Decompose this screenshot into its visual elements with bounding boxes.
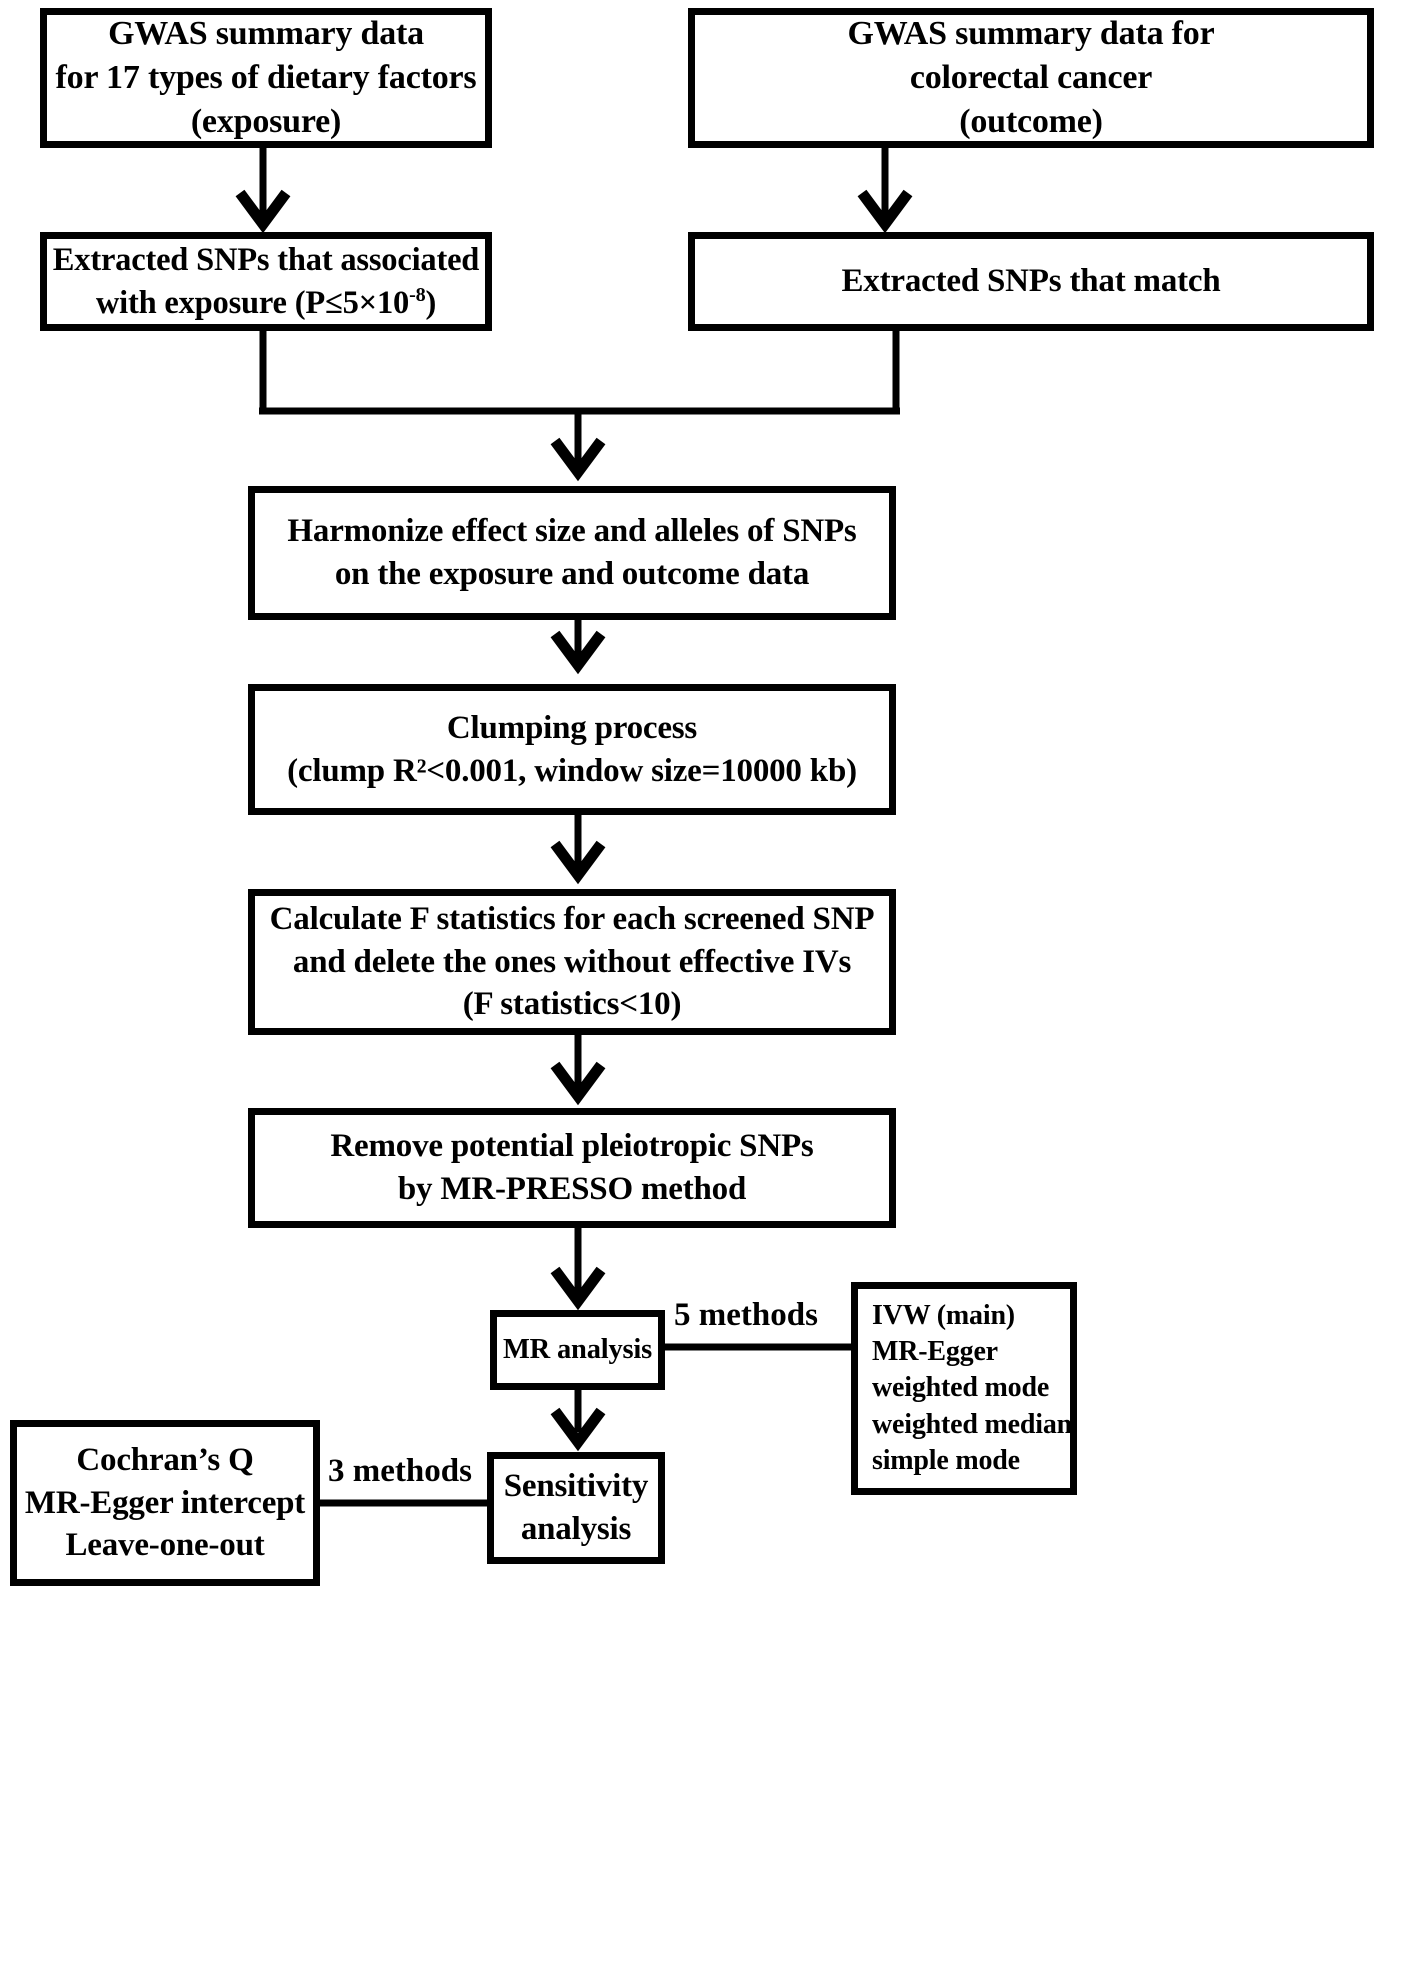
- edge-label-5-methods: 5 methods: [670, 1297, 822, 1334]
- node-extract-matching-snps[interactable]: Extracted SNPs that match: [688, 232, 1374, 331]
- node-sensitivity-analysis[interactable]: Sensitivity analysis: [487, 1452, 665, 1564]
- node-sensitivity-analysis-line2: analysis: [520, 1511, 632, 1547]
- pvalue-suffix: ): [425, 284, 437, 321]
- node-f-statistics-line1: Calculate F statistics for each screened…: [269, 900, 875, 937]
- node-sensitivity-analysis-line1: Sensitivity: [503, 1468, 649, 1505]
- node-outcome-gwas-line2: colorectal cancer: [909, 58, 1153, 96]
- arrowhead-remove-to-mr: [550, 1266, 606, 1311]
- node-mr-methods-line5: simple mode: [872, 1445, 1020, 1477]
- node-clumping-line2: (clump R²<0.001, window size=10000 kb): [287, 752, 857, 789]
- node-sensitivity-methods[interactable]: Cochran’s Q MR-Egger intercept Leave-one…: [10, 1420, 320, 1586]
- node-sensitivity-methods-line1: Cochran’s Q: [76, 1441, 254, 1478]
- node-exposure-gwas-line2: for 17 types of dietary factors: [55, 58, 477, 96]
- node-clumping[interactable]: Clumping process (clump R²<0.001, window…: [248, 684, 896, 815]
- arrowhead-exposure-to-extract: [235, 189, 291, 234]
- node-mr-analysis-line1: MR analysis: [502, 1334, 653, 1366]
- node-mr-methods-line3: weighted mode: [872, 1372, 1050, 1404]
- node-outcome-gwas-line1: GWAS summary data for: [847, 14, 1215, 52]
- node-clumping-line1: Clumping process: [446, 709, 698, 746]
- node-sensitivity-methods-line3: Leave-one-out: [65, 1527, 265, 1564]
- node-exposure-gwas-line3: (exposure): [190, 103, 342, 141]
- node-sensitivity-methods-line2: MR-Egger intercept: [24, 1484, 306, 1521]
- node-outcome-gwas[interactable]: GWAS summary data for colorectal cancer …: [688, 8, 1374, 148]
- node-remove-pleiotropic[interactable]: Remove potential pleiotropic SNPs by MR-…: [248, 1108, 896, 1228]
- node-harmonize-line1: Harmonize effect size and alleles of SNP…: [287, 513, 857, 550]
- arrowhead-harmonize-to-clumping: [550, 630, 606, 675]
- node-harmonize-line2: on the exposure and outcome data: [334, 556, 810, 592]
- node-f-statistics-line2: and delete the ones without effective IV…: [292, 943, 852, 980]
- node-extract-exposure-snps-line2: with exposure (P≤5×10-8): [96, 282, 436, 324]
- node-remove-pleiotropic-line2: by MR-PRESSO method: [397, 1171, 747, 1207]
- node-mr-methods-line1: IVW (main): [872, 1299, 1015, 1331]
- node-f-statistics-line3: (F statistics<10): [462, 986, 682, 1023]
- node-harmonize[interactable]: Harmonize effect size and alleles of SNP…: [248, 486, 896, 620]
- node-extract-exposure-snps[interactable]: Extracted SNPs that associated with expo…: [40, 232, 492, 331]
- arrowhead-outcome-to-match: [857, 189, 913, 234]
- node-mr-methods-line2: MR-Egger: [872, 1335, 998, 1367]
- arrowhead-merge-to-harmonize: [550, 437, 606, 482]
- pvalue-exponent: -8: [409, 283, 426, 306]
- node-extract-matching-snps-line1: Extracted SNPs that match: [841, 263, 1221, 300]
- edge-label-3-methods: 3 methods: [324, 1453, 476, 1490]
- pvalue-prefix: with exposure (P≤5×10: [95, 284, 410, 321]
- node-mr-analysis[interactable]: MR analysis: [490, 1310, 665, 1390]
- node-outcome-gwas-line3: (outcome): [959, 103, 1103, 141]
- node-extract-exposure-snps-line1: Extracted SNPs that associated: [52, 242, 480, 279]
- node-mr-methods-line4: weighted median: [872, 1408, 1073, 1440]
- arrowhead-fstat-to-remove: [550, 1061, 606, 1106]
- node-remove-pleiotropic-line1: Remove potential pleiotropic SNPs: [330, 1128, 814, 1165]
- node-mr-methods[interactable]: IVW (main) MR-Egger weighted mode weight…: [851, 1282, 1077, 1495]
- node-exposure-gwas[interactable]: GWAS summary data for 17 types of dietar…: [40, 8, 492, 148]
- arrowhead-clumping-to-fstat: [550, 840, 606, 885]
- node-exposure-gwas-line1: GWAS summary data: [108, 14, 424, 52]
- node-f-statistics[interactable]: Calculate F statistics for each screened…: [248, 889, 896, 1035]
- arrowhead-mr-to-sensitivity: [550, 1407, 606, 1452]
